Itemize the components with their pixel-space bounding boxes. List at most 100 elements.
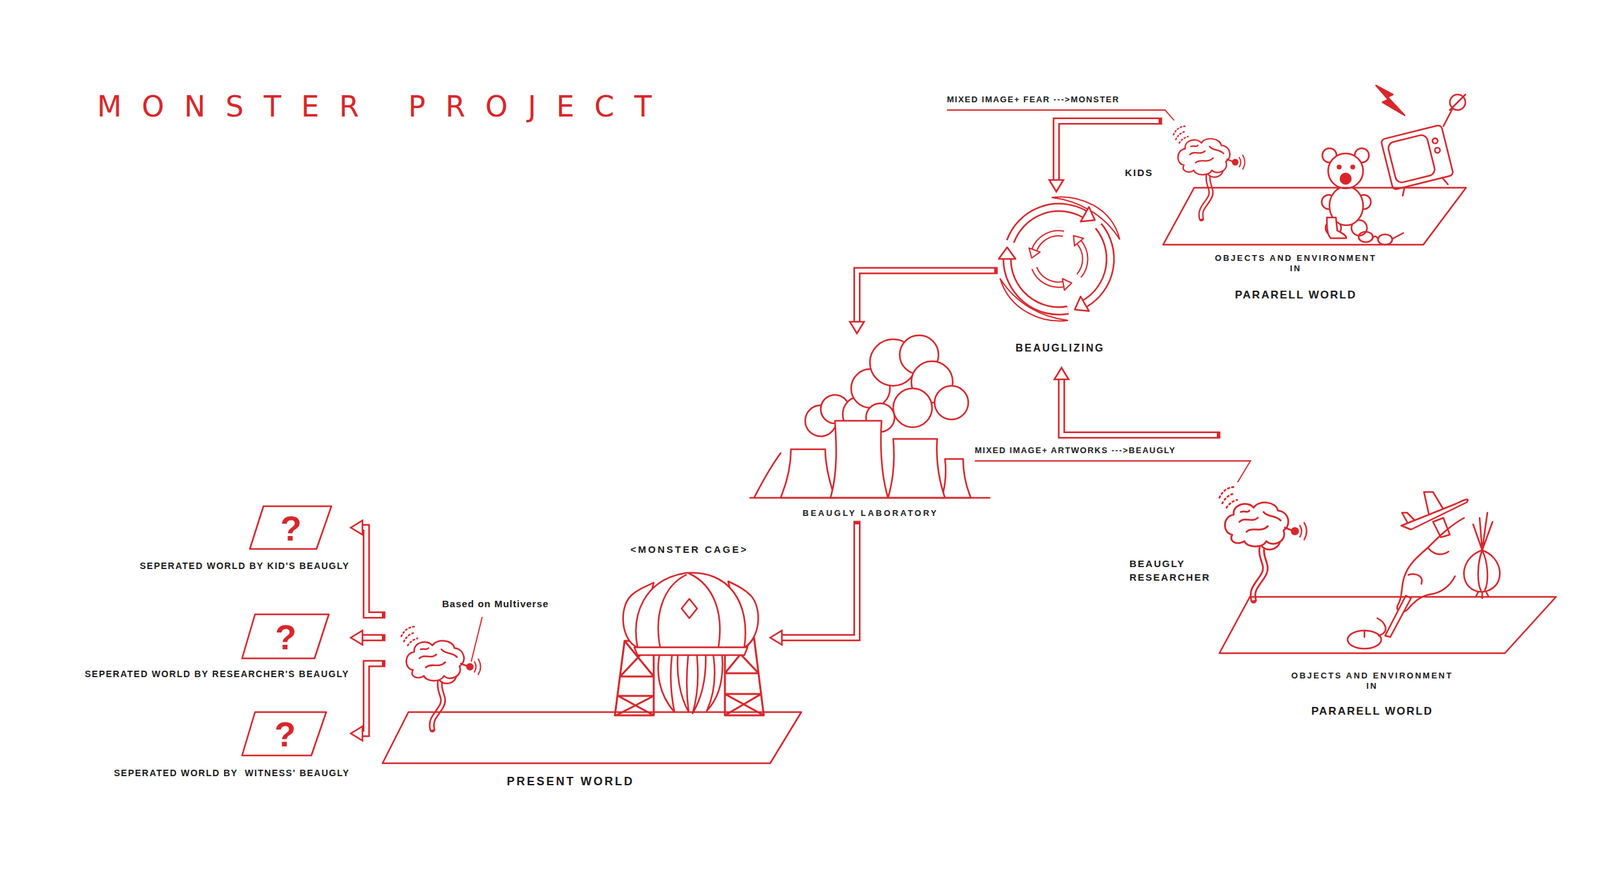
leader-line (974, 460, 1251, 483)
tv-screen (1387, 133, 1437, 184)
world-plane: PRESENT WORLD <MONSTER CAGE> (381, 543, 806, 803)
smoke (893, 388, 933, 428)
pod-seams (658, 573, 720, 648)
pod (636, 572, 746, 648)
edge-label: MIXED IMAGE+ ARTWORKS --->BEAUGLY (974, 445, 1177, 456)
glasses-lens (1358, 231, 1373, 243)
annotation-label: BEAUGLY RESEARCHER (1129, 556, 1211, 584)
separated-world: ?SEPERATED WORLD BY WITNESS' BEAUGLY (25, 707, 351, 784)
diagram-title: MONSTER PROJECT (97, 92, 672, 122)
arrowhead (770, 630, 782, 645)
world-plane: OBJECTS AND ENVIRONMENT IN PARARELL WORLD (1216, 427, 1560, 720)
node-text: PARARELL WORLD (1234, 288, 1357, 302)
parallelogram-outline (382, 711, 802, 764)
mouse-cable (1364, 618, 1386, 637)
flow-arrow (770, 524, 857, 645)
arrow-band-inner (361, 635, 382, 640)
node-text: PRESENT WORLD (506, 774, 635, 789)
annotation-label: KIDS (1124, 166, 1154, 180)
outline-layer (381, 543, 806, 803)
arrow-band-inner (1061, 378, 1217, 435)
node-text: SEPERATED WORLD BY WITNESS' BEAUGLY (113, 767, 350, 780)
cycle-arrowhead (1029, 247, 1041, 258)
annotation-label: Based on Multiverse (442, 598, 549, 611)
separated-world: ?SEPERATED WORLD BY RESEARCHER'S BEAUGLY (25, 609, 351, 687)
separated-world: ? SEPERATED WORLD BY KID'S BEAUGLY (25, 501, 351, 580)
node-text: <MONSTER CAGE> (630, 543, 749, 556)
arrowhead (350, 726, 363, 741)
leader-lines (471, 110, 1251, 662)
kids-objects (1321, 85, 1466, 245)
outer-arrows-inner (1007, 207, 1111, 311)
node-text: BEAUGLY LABORATORY (802, 508, 939, 519)
parallelogram-outline (1219, 596, 1556, 654)
arrow-band (1056, 121, 1159, 181)
outer-arrows (1007, 207, 1111, 311)
monster-cage: <MONSTER CAGE> (608, 543, 771, 722)
inner-arrows (1034, 233, 1086, 285)
researcher-brain (1219, 486, 1307, 600)
antenna-ball (1449, 94, 1466, 111)
arrow-band (856, 270, 995, 323)
pen (1385, 595, 1412, 637)
tv-knob (1431, 137, 1439, 145)
smoke (934, 385, 969, 420)
arrow-band-inner (361, 663, 382, 734)
witness-brain (401, 626, 481, 730)
node-text: OBJECTS AND ENVIRONMENT IN (1212, 253, 1379, 275)
flow-arrow (350, 663, 382, 741)
teddy-eye (1337, 165, 1342, 169)
world-plane: OBJECTS AND ENVIRONMENT IN PARARELL WORLD (1158, 113, 1470, 311)
leader-line (471, 616, 483, 662)
glasses-lens (1377, 234, 1393, 245)
factory (750, 335, 990, 498)
onion-bulb (1464, 550, 1501, 592)
flow-arrow (1049, 121, 1159, 192)
cycle-node: BEAUGLIZING (994, 191, 1127, 368)
tentacle (692, 649, 706, 714)
arrow-band (361, 634, 382, 642)
node-text: BEAUGLIZING (1015, 341, 1105, 355)
teddy-eye (1351, 165, 1355, 169)
monster-cage-figure (614, 572, 764, 716)
arrow-band-inner (856, 270, 995, 323)
cycle-arrowhead (998, 247, 1016, 259)
researcher-objects (1347, 491, 1500, 649)
ground-line (750, 453, 990, 498)
parallelogram-outline (242, 711, 327, 756)
tv-legs (1400, 176, 1448, 196)
parallelogram-outline (1163, 187, 1467, 245)
node-text: PARARELL WORLD (1311, 704, 1434, 718)
beauglizing-cycle (998, 196, 1120, 321)
tentacle (658, 645, 675, 712)
cycle-arrowhead (1073, 235, 1084, 246)
diamond-mark (681, 598, 698, 619)
node-text: OBJECTS AND ENVIRONMENT IN (1289, 670, 1456, 692)
cooling-tower (830, 420, 889, 498)
node-text: ? (280, 510, 302, 546)
lightning-bolt (1376, 85, 1405, 116)
cooling-tower (780, 449, 835, 498)
parallelogram-outline (242, 614, 329, 659)
flow-arrow (1054, 367, 1217, 435)
cycle-arrowhead (1074, 296, 1089, 312)
arrow-band (361, 527, 382, 615)
cycle-arrowhead (1062, 278, 1072, 291)
laboratory-node: BEAUGLY LABORATORY (744, 333, 993, 525)
arrow-band (781, 524, 857, 638)
tv-case (1380, 124, 1454, 191)
tentacle (677, 649, 689, 712)
arrowhead (350, 520, 363, 535)
inner-arrows-inner (1034, 233, 1086, 285)
arrowhead (1049, 179, 1064, 192)
cooling-tower (888, 438, 945, 498)
node-text: SEPERATED WORLD BY KID'S BEAUGLY (139, 560, 350, 573)
cycle-arrowhead (1080, 207, 1096, 223)
antenna (1443, 108, 1453, 127)
cooling-tower (941, 458, 971, 498)
teddy-head (1328, 153, 1364, 189)
flow-arrow (350, 630, 382, 645)
